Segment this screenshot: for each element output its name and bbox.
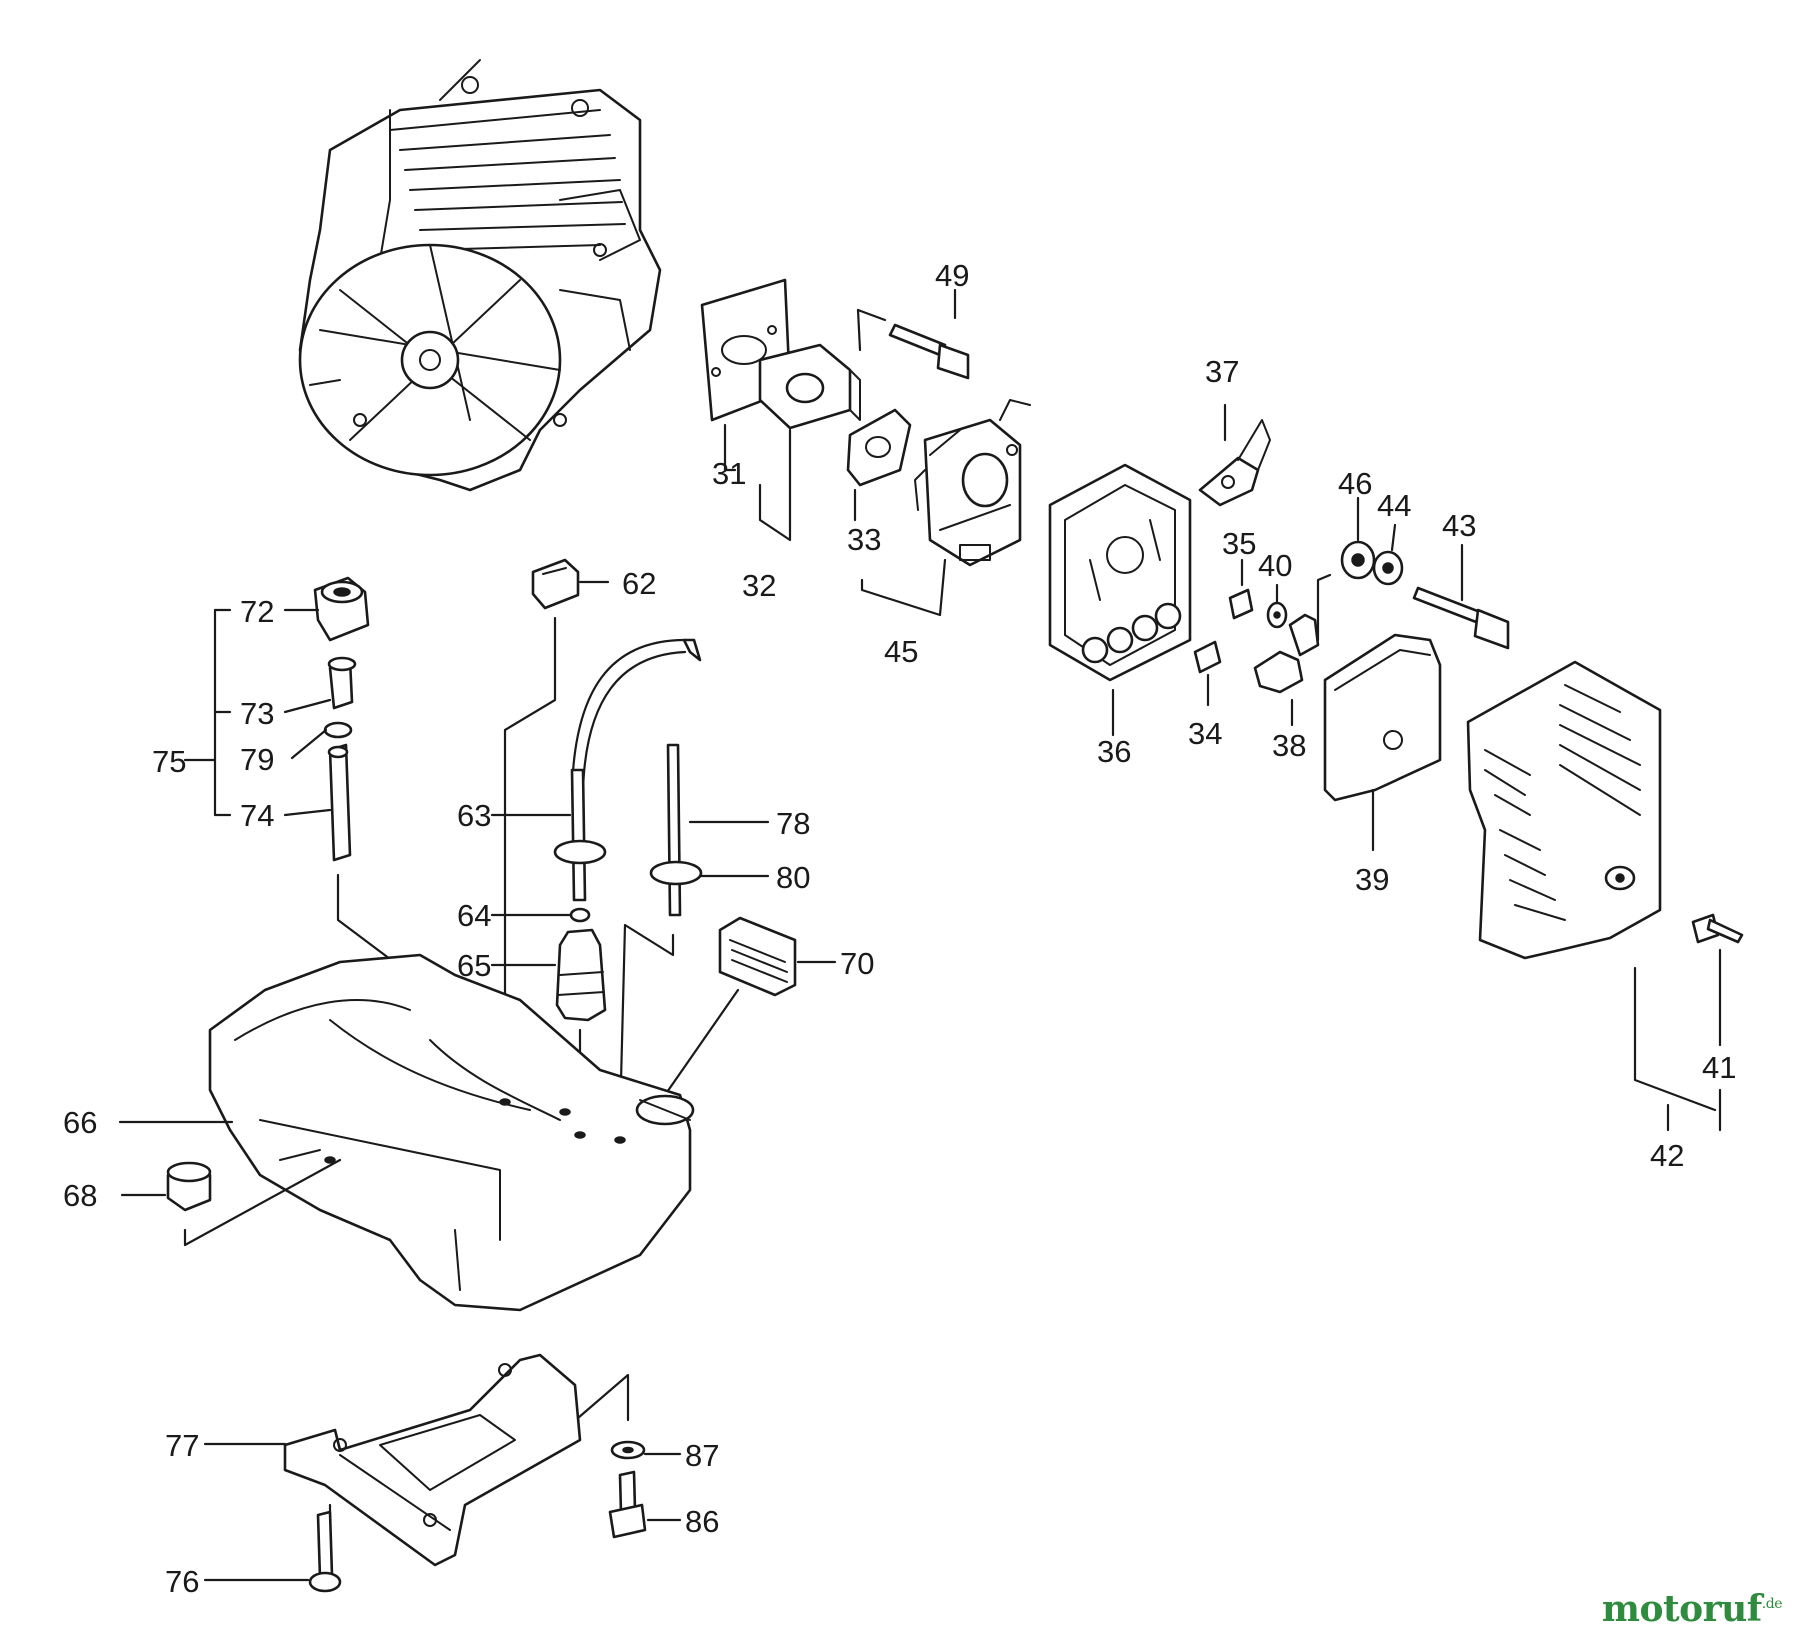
label-31: 31 xyxy=(712,456,746,491)
screw-42 xyxy=(1691,913,1744,944)
label-74: 74 xyxy=(240,798,274,833)
breather-73 xyxy=(327,656,357,710)
label-80: 80 xyxy=(776,860,810,895)
label-49: 49 xyxy=(935,258,969,293)
label-32: 32 xyxy=(742,568,776,603)
label-34: 34 xyxy=(1188,716,1222,751)
carburetor-45 xyxy=(914,399,1031,567)
label-64: 64 xyxy=(457,898,491,933)
collar-34 xyxy=(1193,640,1222,674)
fuel-hose-63 xyxy=(553,638,702,902)
bracket-77 xyxy=(283,1353,582,1567)
washer-40 xyxy=(1266,601,1288,629)
o-ring-79 xyxy=(323,721,353,739)
label-72: 72 xyxy=(240,594,274,629)
label-42: 41 xyxy=(1702,1050,1736,1085)
label-41: 42 xyxy=(1650,1138,1684,1173)
clip-64 xyxy=(569,907,591,923)
label-44: 44 xyxy=(1377,488,1411,523)
fuel-cap-72 xyxy=(313,576,370,642)
air-filter-cover-39 xyxy=(1323,633,1442,802)
label-78: 78 xyxy=(776,806,810,841)
label-75: 75 xyxy=(152,744,186,779)
bolt-49 xyxy=(888,323,970,380)
watermark-tld: .de xyxy=(1761,1596,1783,1612)
plate-38 xyxy=(1253,613,1320,694)
watermark-main: motoruf xyxy=(1601,1588,1762,1630)
engine-block xyxy=(298,59,662,492)
label-63: 63 xyxy=(457,798,491,833)
washer-87 xyxy=(610,1440,646,1460)
label-39: 39 xyxy=(1355,862,1389,897)
washer-46 xyxy=(1340,540,1376,580)
label-87: 87 xyxy=(685,1438,719,1473)
gasket-33 xyxy=(846,408,912,487)
fuel-strainer-65 xyxy=(555,928,607,1022)
label-37: 37 xyxy=(1205,354,1239,389)
label-46: 46 xyxy=(1338,466,1372,501)
label-86: 86 xyxy=(685,1504,719,1539)
label-36: 36 xyxy=(1097,734,1131,769)
watermark-logo: motoruf.de xyxy=(1601,1588,1783,1630)
cushion-68 xyxy=(166,1161,212,1212)
bolt-86 xyxy=(608,1470,647,1539)
label-43: 43 xyxy=(1442,508,1476,543)
breather-pipe-74 xyxy=(327,743,352,862)
label-38: 38 xyxy=(1272,728,1306,763)
grommet-80 xyxy=(649,860,703,886)
return-pipe-78 xyxy=(666,743,682,917)
washer-44 xyxy=(1372,550,1404,586)
label-62: 62 xyxy=(622,566,656,601)
label-35: 35 xyxy=(1222,526,1256,561)
filter-70 xyxy=(718,916,797,997)
label-79: 79 xyxy=(240,742,274,777)
label-65: 65 xyxy=(457,948,491,983)
label-76: 76 xyxy=(165,1564,199,1599)
label-40: 40 xyxy=(1258,548,1292,583)
label-73: 73 xyxy=(240,696,274,731)
choke-lever-37 xyxy=(1198,419,1271,507)
air-cleaner-base-36 xyxy=(1048,463,1192,682)
label-77: 77 xyxy=(165,1428,199,1463)
part-labels: 49 37 46 44 43 35 40 31 33 32 45 62 36 3… xyxy=(63,258,1736,1599)
muffler-cover-41 xyxy=(1466,660,1662,960)
insulator-32 xyxy=(758,343,861,430)
label-70: 70 xyxy=(840,946,874,981)
collar-35 xyxy=(1228,588,1254,620)
cap-62 xyxy=(531,558,580,610)
label-45: 45 xyxy=(884,634,918,669)
fuel-tank-66 xyxy=(208,953,695,1312)
bolt-43 xyxy=(1412,586,1510,650)
label-68: 68 xyxy=(63,1178,97,1213)
label-33: 33 xyxy=(847,522,881,557)
label-66: 66 xyxy=(63,1105,97,1140)
screw-76 xyxy=(308,1510,342,1593)
